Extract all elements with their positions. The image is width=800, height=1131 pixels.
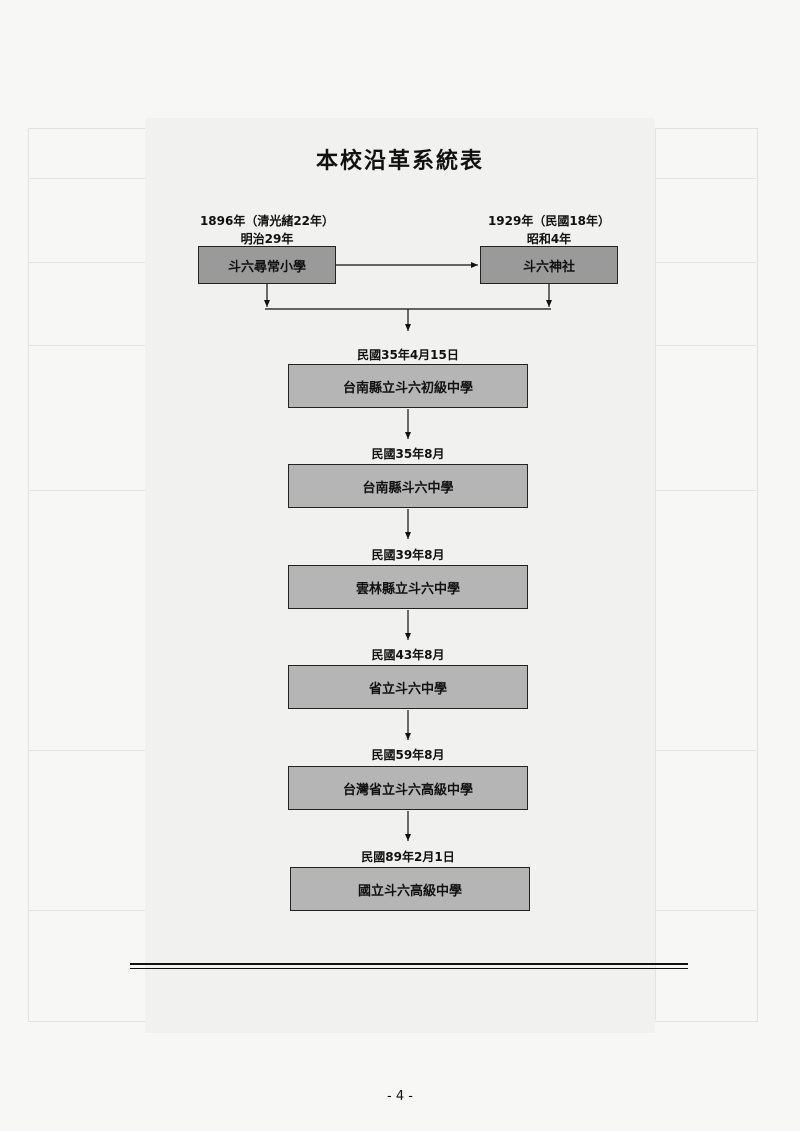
- origin-date-2: 1929年（民國18年）: [487, 214, 611, 228]
- page-number: - 4 -: [387, 1089, 413, 1104]
- stage-box-3: 雲林縣立斗六中學: [288, 565, 528, 609]
- stage-date-1: 民國35年4月15日: [357, 348, 459, 362]
- stage-box-5: 台灣省立斗六高級中學: [288, 766, 528, 810]
- footer-rule-thin: [130, 968, 688, 969]
- stage-date-3: 民國39年8月: [371, 548, 445, 562]
- stage-box-1: 台南縣立斗六初級中學: [288, 364, 528, 408]
- stage-date-5: 民國59年8月: [371, 748, 445, 762]
- stage-date-2: 民國35年8月: [371, 447, 445, 461]
- stage-date-4: 民國43年8月: [371, 648, 445, 662]
- origin-date-1: 1896年（清光緒22年）: [199, 214, 335, 228]
- origin-era-1: 明治29年: [240, 232, 294, 246]
- stage-box-4: 省立斗六中學: [288, 665, 528, 709]
- stage-box-6: 國立斗六高級中學: [290, 867, 530, 911]
- page-title: 本校沿革系統表: [315, 148, 484, 174]
- origin-box-1: 斗六尋常小學: [198, 246, 336, 284]
- stage-date-6: 民國89年2月1日: [361, 850, 455, 864]
- footer-rule: [130, 963, 688, 965]
- bleed-through-line: [655, 128, 656, 1020]
- origin-box-2: 斗六神社: [480, 246, 618, 284]
- origin-era-2: 昭和4年: [526, 232, 572, 246]
- stage-box-2: 台南縣斗六中學: [288, 464, 528, 508]
